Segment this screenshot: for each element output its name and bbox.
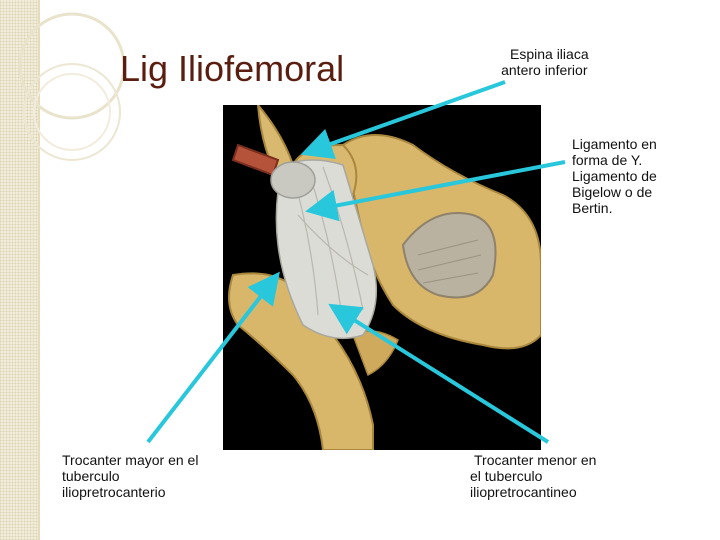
slide-title: Lig Iliofemoral bbox=[120, 48, 345, 89]
label-lesser-trochanter-line1: Trocanter menor en bbox=[474, 452, 597, 468]
label-aiis-line1: Espina iliaca bbox=[510, 46, 589, 62]
label-greater-trochanter-line1: Trocanter mayor en el bbox=[62, 452, 199, 468]
label-aiis-line2: antero inferior bbox=[501, 62, 588, 78]
label-y-ligament-line1: Ligamento en bbox=[572, 136, 657, 152]
sidebar-texture bbox=[0, 0, 38, 540]
label-lesser-trochanter: Trocanter menor en el tuberculo iliopret… bbox=[470, 452, 596, 500]
label-aiis: Espina iliaca antero inferior bbox=[500, 46, 589, 78]
sidebar-divider bbox=[38, 0, 40, 540]
label-greater-trochanter: Trocanter mayor en el tuberculo iliopret… bbox=[62, 452, 198, 500]
label-lesser-trochanter-line3: iliopretrocantineo bbox=[470, 484, 577, 500]
label-y-ligament-line4: Bigelow o de bbox=[572, 184, 653, 200]
label-y-ligament: Ligamento en forma de Y. Ligamento de Bi… bbox=[572, 136, 657, 216]
label-greater-trochanter-line2: tuberculo bbox=[62, 468, 120, 484]
label-lesser-trochanter-line2: el tuberculo bbox=[470, 468, 543, 484]
label-y-ligament-line3: Ligamento de bbox=[572, 168, 657, 184]
label-greater-trochanter-line3: iliopretrocanterio bbox=[62, 484, 166, 500]
decorative-circles bbox=[18, 12, 126, 161]
label-y-ligament-line5: Bertin. bbox=[572, 200, 613, 216]
hip-joint-illustration bbox=[223, 105, 541, 450]
label-y-ligament-line2: forma de Y. bbox=[572, 152, 643, 168]
